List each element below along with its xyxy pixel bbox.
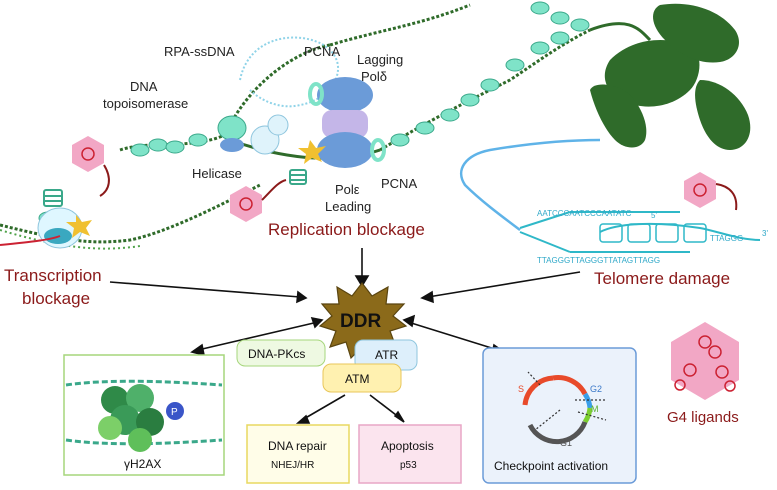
- replisome: [217, 77, 386, 185]
- ligand-transcription-hex: [72, 136, 110, 197]
- p53-label: p53: [400, 460, 417, 471]
- helicase-label: Helicase: [192, 166, 242, 181]
- pol-epsilon-label: Polε: [335, 182, 360, 197]
- fork-star: [298, 140, 326, 164]
- arrows: [109, 248, 581, 424]
- nucleosomes: [38, 1, 590, 230]
- phase-g1-label: G1: [560, 438, 572, 448]
- phase-g2-label: G2: [590, 384, 602, 394]
- telo-5-prime: 5': [651, 211, 657, 220]
- ligand-telomere-hex: [684, 172, 738, 211]
- apoptosis-box: [358, 424, 462, 484]
- g4-ligand-big-hex: [671, 322, 739, 400]
- telo-top-seq: AATCCCAATCCCAATATC: [537, 209, 632, 218]
- cell-cycle-ring: [522, 375, 593, 445]
- dnapkcs-box: [236, 339, 326, 367]
- pcna-bottom-label: PCNA: [381, 176, 417, 191]
- telo-3-prime: 3': [762, 229, 768, 238]
- pcna-top-ring: [308, 82, 324, 106]
- atm-box: [322, 363, 402, 393]
- g4-transcription-structure: [43, 189, 63, 207]
- atr-label: ATR: [375, 348, 398, 362]
- checkpoint-label: Checkpoint activation: [494, 459, 608, 473]
- topoisomerase-label: topoisomerase: [103, 96, 188, 111]
- g4-fork-structure: [289, 169, 307, 185]
- telomere: [459, 138, 761, 253]
- transcription-complex: [0, 189, 92, 249]
- phase-s-label: S: [518, 384, 524, 394]
- ddr-label: DDR: [340, 311, 381, 332]
- dna-repair-box: [246, 424, 350, 484]
- lagging-label: Lagging: [357, 52, 403, 67]
- transcription-label: Transcription: [4, 266, 102, 285]
- checkpoint-panel: [482, 347, 637, 484]
- ligand-replication-hex: [230, 179, 287, 222]
- rpa-label: RPA-ssDNA: [164, 44, 235, 59]
- replication-blockage-label: Replication blockage: [268, 220, 425, 239]
- dnapkcs-label: DNA-PKcs: [248, 347, 305, 361]
- nhej-label: NHEJ/HR: [271, 460, 314, 471]
- nucleosome-cluster: [65, 379, 223, 452]
- phase-m-label: M: [591, 404, 599, 414]
- leading-label: Leading: [325, 199, 371, 214]
- chromosome: [590, 3, 751, 150]
- pol-delta-shape: [317, 77, 373, 113]
- phospho-label: P: [171, 407, 178, 418]
- atm-label: ATM: [345, 372, 369, 386]
- telo-right-seq: TTAGGG: [710, 234, 743, 243]
- blockage-label: blockage: [22, 289, 90, 308]
- pol-delta-label: Polδ: [361, 69, 387, 84]
- apoptosis-label: Apoptosis: [381, 439, 434, 453]
- phospho-marker: [166, 402, 184, 420]
- pol-epsilon-shape: [317, 132, 373, 168]
- h2ax-label: γH2AX: [124, 457, 161, 471]
- telo-bottom-seq: TTAGGGTTAGGGTTATAGTTAGG: [537, 256, 660, 265]
- topoisomerase-shape: [217, 115, 247, 141]
- dna-label: DNA: [130, 79, 158, 94]
- pcna-bottom-ring: [370, 138, 386, 162]
- pcna-top-label: PCNA: [304, 44, 340, 59]
- transcription-star: [66, 215, 92, 238]
- dna-repair-label: DNA repair: [268, 439, 327, 453]
- telomere-damage-label: Telomere damage: [594, 269, 730, 288]
- g4-ligands-label: G4 ligands: [667, 409, 739, 426]
